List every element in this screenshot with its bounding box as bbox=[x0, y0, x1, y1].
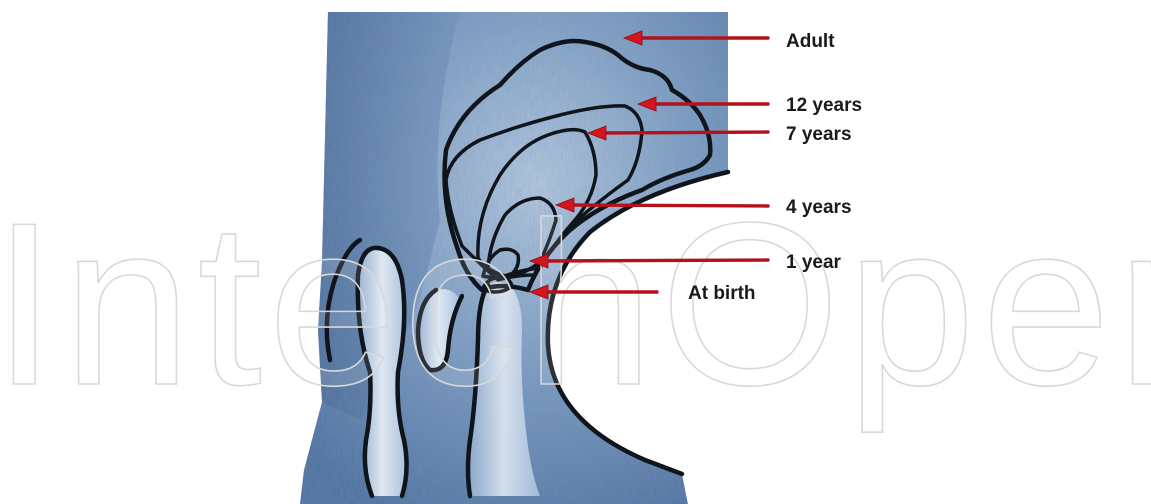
label-1-year: 1 year bbox=[786, 252, 842, 273]
label-12-years: 12 years bbox=[786, 95, 862, 116]
label-4-years: 4 years bbox=[786, 197, 852, 218]
label-adult: Adult bbox=[786, 31, 835, 52]
label-7-years: 7 years bbox=[786, 124, 852, 145]
label-at-birth: At birth bbox=[688, 283, 756, 304]
watermark: IntechOpen bbox=[0, 175, 1151, 434]
